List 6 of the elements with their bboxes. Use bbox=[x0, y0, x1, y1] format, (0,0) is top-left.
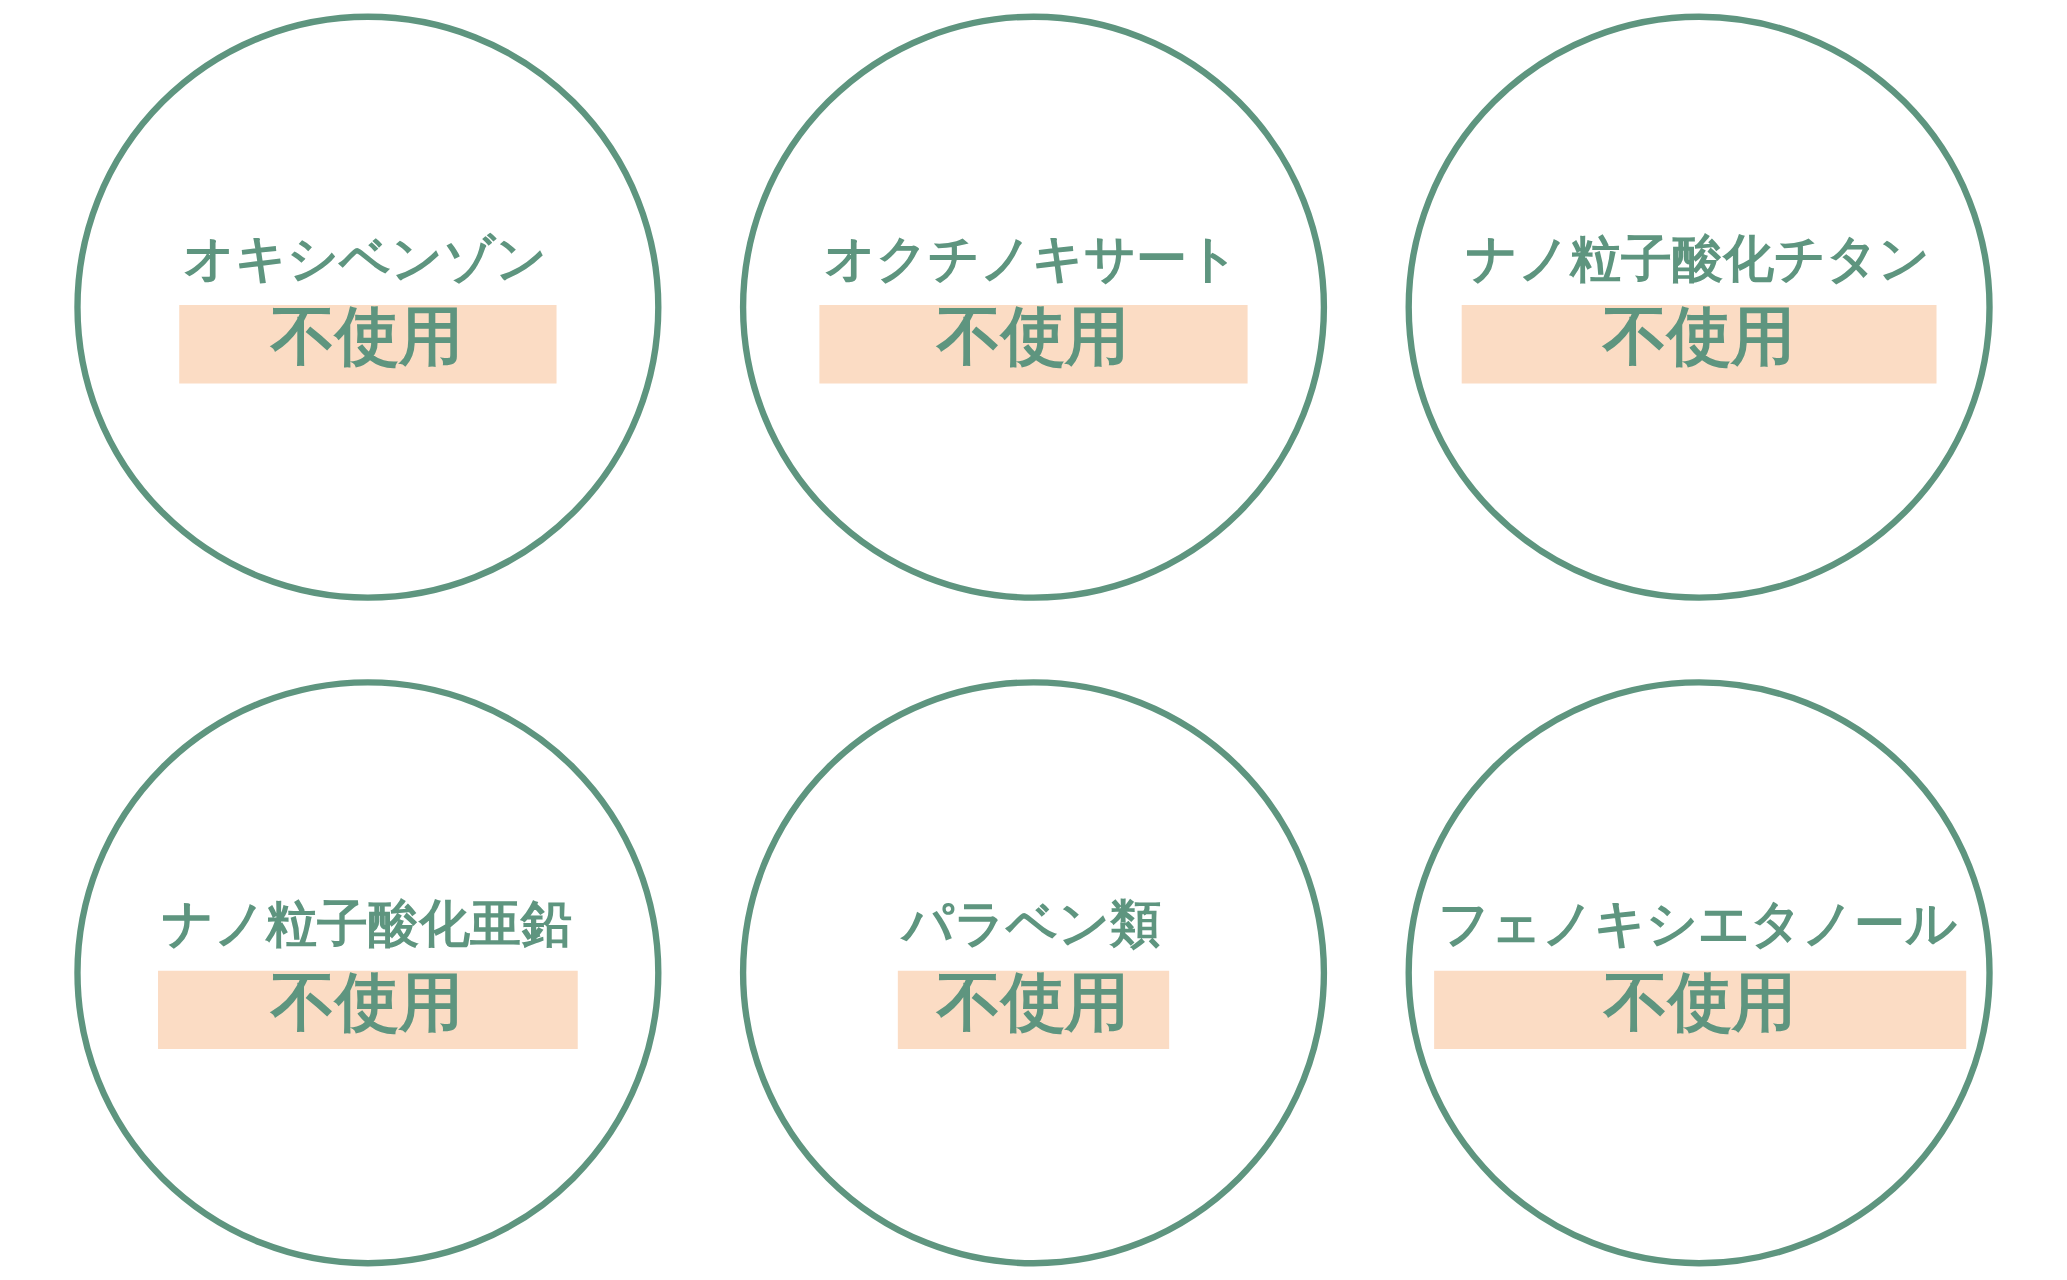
node-circle: ナノ粒子酸化亜鉛 不使用 bbox=[74, 679, 662, 1267]
node-circle: ナノ粒子酸化チタン 不使用 bbox=[1405, 13, 1993, 601]
node-circle: オキシベンゾン 不使用 bbox=[74, 13, 662, 601]
node-circle: フェノキシエタノール 不使用 bbox=[1405, 679, 1993, 1267]
node-circle: パラベン類 不使用 bbox=[739, 679, 1328, 1267]
node-circle: オクチノキサート 不使用 bbox=[739, 13, 1328, 601]
